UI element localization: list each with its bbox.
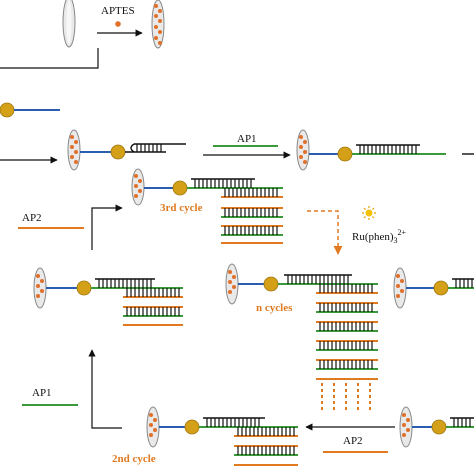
ru-signal-arrow: [307, 210, 343, 255]
flow-arrow-cycle3: [91, 204, 123, 250]
ru-complex-label: Ru(phen)32+: [352, 228, 407, 245]
electrode-right-bottom: [399, 406, 474, 448]
electrode-right-middle: [393, 267, 474, 309]
ap1-label-top: AP1: [237, 133, 257, 145]
ap2-label-left: AP2: [22, 212, 42, 224]
bead-probe: [0, 102, 60, 118]
ap1-label-left: AP1: [32, 387, 52, 399]
flow-connector-1: [0, 48, 99, 69]
flow-arrow-cycle2: [88, 349, 122, 429]
cycle3-label: 3rd cycle: [160, 202, 203, 214]
electrode-probe-hairpin: [67, 129, 186, 171]
electrode-intermediate-left: [33, 267, 183, 326]
electrode-cycle3: [131, 168, 283, 244]
ap2-label-bottom: AP2: [343, 435, 363, 447]
bare-electrode: [62, 0, 76, 48]
ru-complex-sun-icon: [362, 206, 376, 220]
electrode-ap1-duplex: [296, 129, 446, 171]
cycle2-label: 2nd cycle: [112, 453, 156, 465]
electrode-cycle2: [146, 406, 298, 466]
aptes-dot-icon: [115, 21, 121, 27]
n-cycles-label: n cycles: [256, 302, 293, 314]
aptes-label: APTES: [101, 5, 135, 17]
aptes-electrode: [151, 0, 165, 49]
electrode-n-cycles: [225, 263, 378, 412]
